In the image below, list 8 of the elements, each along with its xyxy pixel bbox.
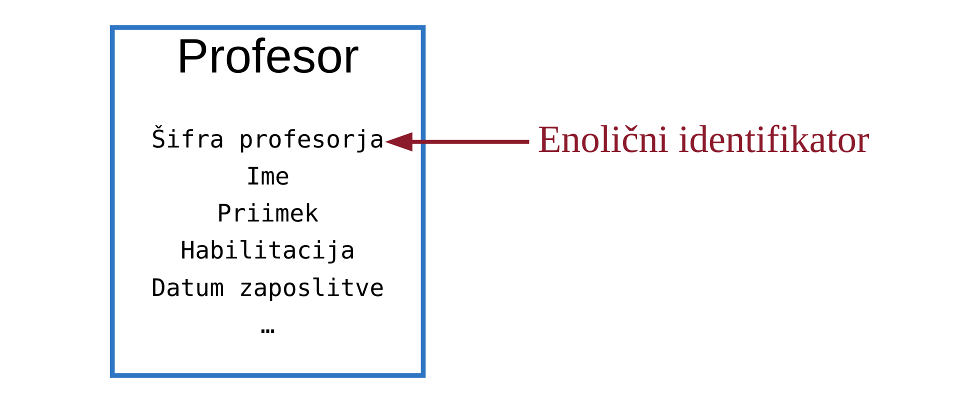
node-text: Priimek xyxy=(216,200,318,228)
node-text: Datum zaposlitve xyxy=(150,274,384,302)
node-text: Habilitacija xyxy=(180,236,355,265)
node-text: Šifra profesorja xyxy=(150,126,384,154)
node-text: Enolični identifikator xyxy=(537,118,869,161)
arrow xyxy=(384,132,529,152)
node-text: … xyxy=(260,310,275,339)
node-text: Ime xyxy=(245,162,290,191)
